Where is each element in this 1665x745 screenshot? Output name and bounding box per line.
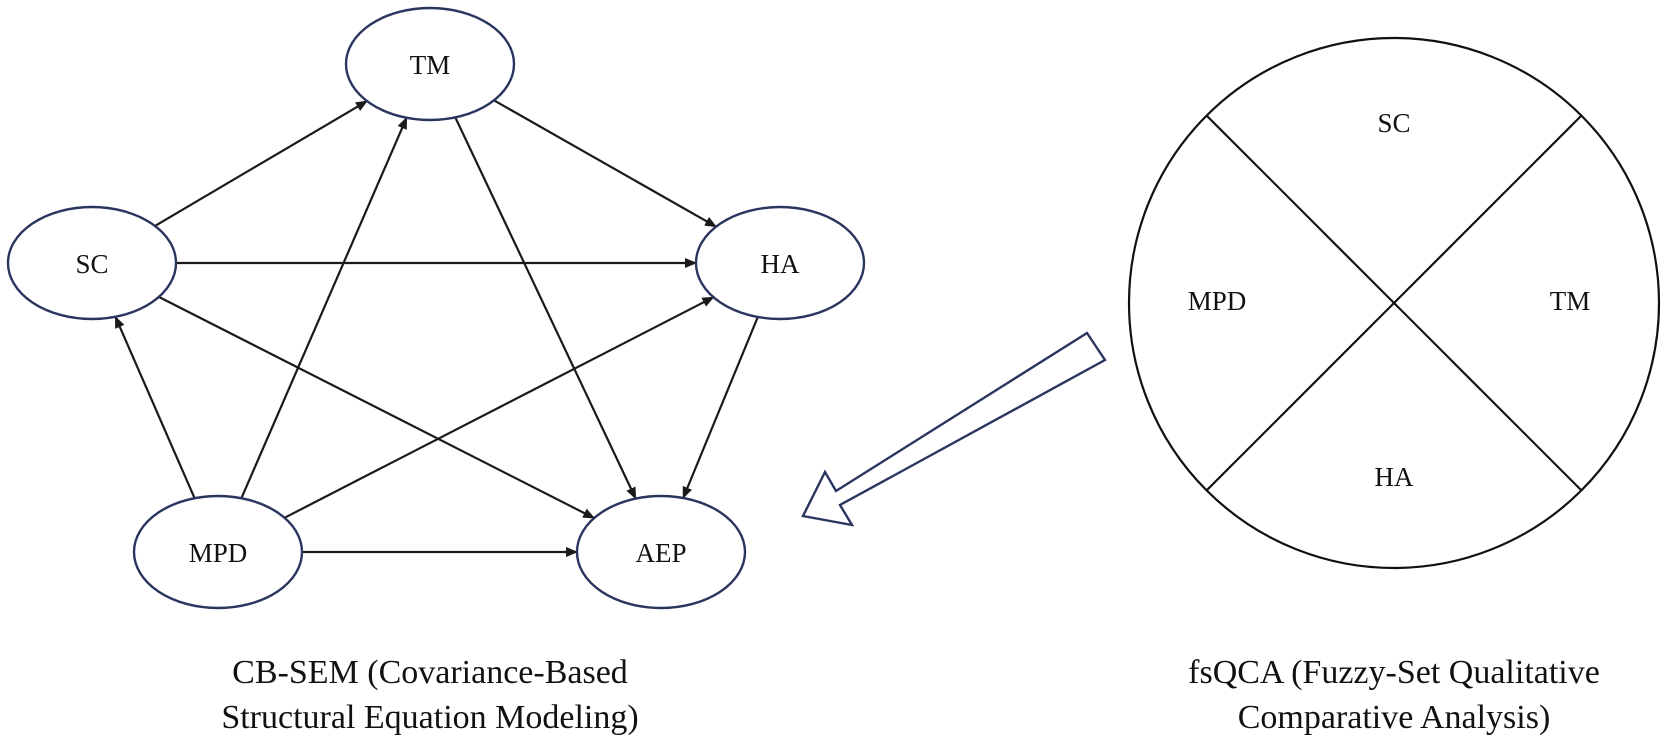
sem-node-mpd: MPD bbox=[132, 494, 304, 610]
sem-node-sc: SC bbox=[6, 205, 178, 321]
sem-arrow-mpd-to-ha bbox=[283, 296, 715, 519]
fsqca-quadrant-left: MPD bbox=[1188, 286, 1247, 316]
sem-arrow-mpd-to-tm bbox=[240, 116, 408, 499]
sem-arrow-sc-to-aep bbox=[158, 295, 596, 520]
sem-node-aep-label: AEP bbox=[635, 538, 686, 568]
sem-node-ha-label: HA bbox=[761, 249, 800, 279]
fsqca-caption-line2: Comparative Analysis) bbox=[1238, 699, 1551, 736]
fsqca-divider-2 bbox=[1206, 115, 1582, 491]
sem-node-sc-label: SC bbox=[75, 249, 108, 279]
sem-node-ha: HA bbox=[694, 205, 866, 321]
transition-arrow bbox=[801, 331, 1107, 527]
sem-node-tm-label: TM bbox=[410, 50, 451, 80]
sem-arrow-sc-to-tm bbox=[154, 100, 368, 227]
sem-path-arrows bbox=[114, 99, 759, 557]
sem-arrow-tm-to-ha bbox=[493, 99, 717, 228]
fsqca-quadrant-bottom: HA bbox=[1375, 462, 1414, 492]
fsqca-caption-line1: fsQCA (Fuzzy-Set Qualitative bbox=[1188, 654, 1600, 691]
sem-arrow-tm-to-aep bbox=[454, 116, 637, 500]
sem-arrow-ha-to-aep bbox=[682, 316, 759, 499]
sem-caption-line2: Structural Equation Modeling) bbox=[221, 699, 638, 736]
sem-node-mpd-label: MPD bbox=[189, 538, 248, 568]
sem-arrow-mpd-to-sc bbox=[114, 315, 196, 499]
fsqca-circle: SC MPD TM HA bbox=[1127, 36, 1661, 570]
fsqca-quadrant-right: TM bbox=[1550, 286, 1591, 316]
sem-caption-line1: CB-SEM (Covariance-Based bbox=[232, 654, 628, 691]
sem-node-aep: AEP bbox=[575, 494, 747, 610]
sem-node-tm: TM bbox=[344, 6, 516, 122]
fsqca-quadrant-top: SC bbox=[1377, 108, 1410, 138]
